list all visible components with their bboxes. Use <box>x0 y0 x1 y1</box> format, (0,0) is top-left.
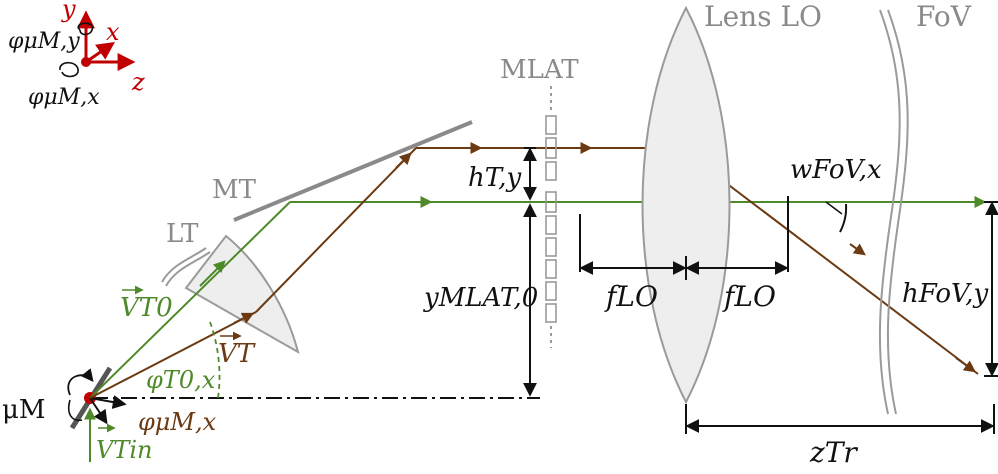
mla-lenslet <box>545 161 557 181</box>
brown-ray-segment-1 <box>89 311 257 399</box>
mirror-rotation-arrow <box>67 368 94 396</box>
lens-lo <box>641 5 731 405</box>
brown-ray-arrow-5 <box>849 243 866 256</box>
v-t-label: VT <box>218 339 256 369</box>
f-lo-right-label: fLO <box>722 280 776 313</box>
axis-z-label: z <box>131 68 145 96</box>
coordinate-system: y x z φμM,y φμM,x <box>8 0 145 110</box>
phi-mumx-label: φμM,x <box>138 408 217 436</box>
v-t0-label: VT0 <box>120 293 173 323</box>
mirror-normal-arrow <box>89 395 127 409</box>
fov-surface-line-2 <box>886 9 909 415</box>
mla-label: MLAT <box>500 55 579 85</box>
mla-lenslet <box>545 137 557 159</box>
rotation-y-icon <box>77 22 94 36</box>
lens-lt-label: LT <box>166 219 199 249</box>
w-fov-label: wFoV,x <box>790 155 882 185</box>
mla-lenslet <box>545 215 557 235</box>
lens-lt <box>184 234 300 355</box>
mla-lenslet <box>545 303 557 323</box>
mirror-mt-label: MT <box>212 175 257 205</box>
brown-ray-arrow-1 <box>233 312 255 324</box>
phi-y-label: φμM,y <box>8 29 80 54</box>
phi-x-label: φμM,x <box>28 85 100 110</box>
lens-lo-label: Lens LO <box>704 0 822 33</box>
mla-array <box>545 86 557 348</box>
brown-ray-segment-2 <box>255 147 417 313</box>
x-axis-arrow <box>85 41 115 64</box>
mla-lenslet <box>545 281 557 301</box>
green-ray-segment-1 <box>89 201 291 399</box>
y-mla-label: yMLAT,0 <box>423 283 538 313</box>
fov-surface-line-1 <box>878 9 901 415</box>
lens-lt-mark-2 <box>165 251 211 287</box>
rotation-x-icon <box>59 61 79 78</box>
v-tin-label: VTin <box>96 436 152 464</box>
w-fov-leader-line <box>825 201 843 215</box>
mirror-tilt-arrow <box>89 397 108 425</box>
w-fov-angle-arc <box>839 203 848 233</box>
mirror-angle-arc <box>67 399 83 422</box>
mla-lenslet <box>545 259 557 279</box>
h-fov-label: hFoV,y <box>902 279 989 309</box>
fov-label: FoV <box>916 0 972 33</box>
z-tr-label: zTr <box>809 436 858 469</box>
axis-y-label: y <box>61 0 76 23</box>
f-lo-left-label: fLO <box>604 280 658 313</box>
mirror-mt <box>233 120 473 222</box>
micro-mirror-label: μM <box>2 395 46 425</box>
phi-t0x-label: φT0,x <box>146 366 216 394</box>
mla-lenslet <box>545 191 557 213</box>
mla-lenslet <box>545 115 557 135</box>
green-ray-arrow-1 <box>199 260 226 287</box>
origin-dot <box>81 57 91 67</box>
angle-phi-t0x-arc <box>209 321 221 399</box>
lens-lt-mark-1 <box>161 247 207 283</box>
h-ty-label: hT,y <box>468 163 522 193</box>
brown-ray-arrow-6 <box>955 357 976 373</box>
mla-lenslet <box>545 237 557 257</box>
axis-x-label: x <box>106 18 120 46</box>
brown-ray-arrow-2 <box>395 152 412 169</box>
